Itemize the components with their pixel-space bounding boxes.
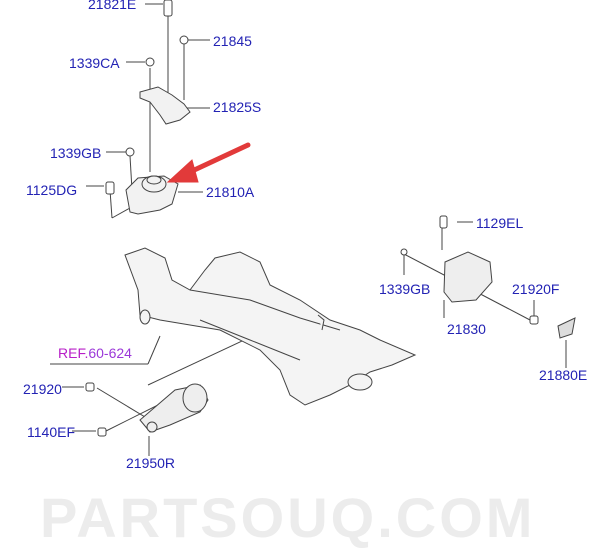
part-label-21845[interactable]: 21845 — [213, 33, 252, 49]
part-label-21950r[interactable]: 21950R — [126, 455, 176, 471]
engine-mount-21810a — [125, 175, 179, 215]
part-label-21920[interactable]: 21920 — [23, 381, 62, 397]
part-label-1339ca[interactable]: 1339CA — [69, 55, 120, 71]
roll-rod-21950r — [139, 383, 209, 433]
part-label-1125dg[interactable]: 1125DG — [26, 182, 78, 198]
part-label-21920f[interactable]: 21920F — [512, 281, 560, 297]
watermark: PARTSOUQ.COM — [40, 486, 536, 549]
part-label-21830[interactable]: 21830 — [447, 321, 486, 337]
reference-prefix: REF. — [58, 345, 89, 361]
red-pointer-arrow — [166, 142, 251, 183]
leader-lines — [50, 3, 567, 456]
part-label-1140ef[interactable]: 1140EF — [27, 424, 75, 440]
part-label-1339gb[interactable]: 1339GB — [50, 145, 102, 161]
part-label-1129el[interactable]: 1129EL — [476, 215, 524, 231]
part-label-21880e[interactable]: 21880E — [539, 367, 588, 383]
subframe-drawing — [124, 247, 417, 406]
part-label-21825s[interactable]: 21825S — [213, 99, 262, 115]
part-label-1339gb-right[interactable]: 1339GB — [379, 281, 431, 297]
transmission-mount-21830 — [443, 251, 493, 303]
bracket-21825s — [139, 86, 191, 125]
part-21880e — [557, 317, 576, 339]
reference-link[interactable]: REF.60-624 — [58, 345, 132, 361]
part-label-21821e[interactable]: 21821E — [88, 0, 137, 12]
reference-number: 60-624 — [88, 345, 132, 361]
fastener-icons — [85, 0, 539, 437]
part-label-21810a[interactable]: 21810A — [206, 184, 255, 200]
